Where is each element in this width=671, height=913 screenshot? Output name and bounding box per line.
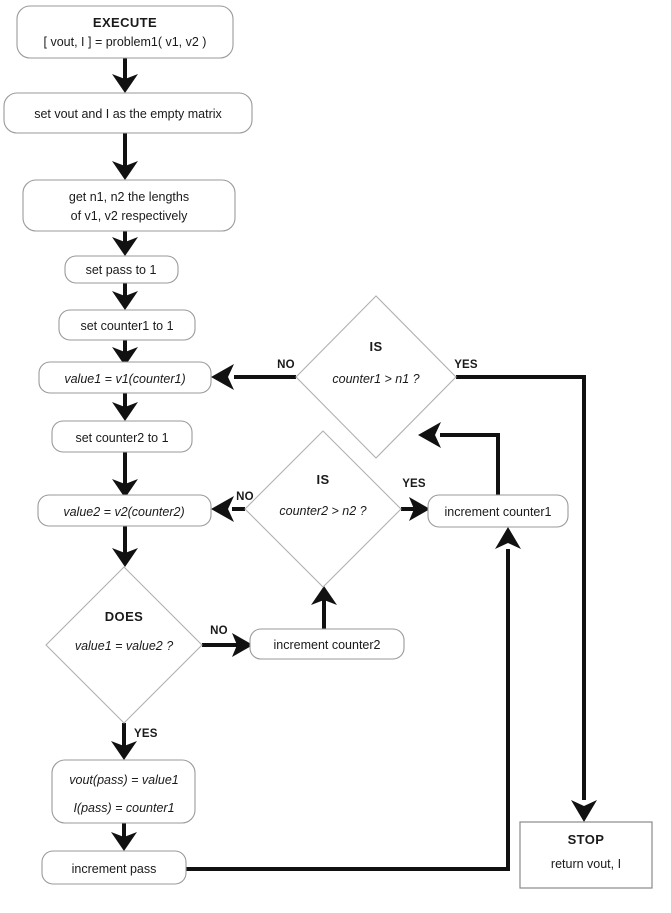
node-get-lengths[interactable]: get n1, n2 the lengths of v1, v2 respect… [22,179,236,232]
node-execute-title: EXECUTE [93,15,157,30]
node-increment-counter1[interactable]: increment counter1 [427,494,569,528]
edge-label-values-yes: YES [134,728,158,740]
node-decision-counter1-title: IS [369,339,382,354]
node-increment-pass-label: increment pass [72,862,157,876]
edge-inc-counter1-to-decision-counter1 [418,422,500,495]
edge-store-to-inc-pass [111,823,137,851]
node-value2[interactable]: value2 = v2(counter2) [37,494,212,527]
node-execute-signature: [ vout, I ] = problem1( v1, v2 ) [44,35,207,49]
edge-counter1-no-to-value1 [211,364,296,390]
node-decision-values-condition: value1 = value2 ? [75,639,173,653]
node-execute[interactable]: EXECUTE [ vout, I ] = problem1( v1, v2 ) [16,5,234,59]
node-value2-label: value2 = v2(counter2) [63,505,184,519]
node-decision-counter2-condition: counter2 > n2 ? [279,504,366,518]
node-stop[interactable]: STOP return vout, I [519,821,653,889]
edge-label-values-no: NO [210,625,228,637]
node-decision-counter2-title: IS [316,472,329,487]
edge-counter1-to-value1 [112,340,138,366]
node-init-empty[interactable]: set vout and I as the empty matrix [3,92,253,134]
node-increment-counter2-label: increment counter2 [273,638,380,652]
node-set-counter2[interactable]: set counter2 to 1 [51,420,193,453]
node-set-counter1-label: set counter1 to 1 [80,319,173,333]
node-set-pass-label: set pass to 1 [86,263,157,277]
node-init-empty-label: set vout and I as the empty matrix [34,107,222,121]
edge-counter2-to-value2 [112,451,138,498]
node-decision-counter2[interactable]: IS counter2 > n2 ? [244,430,402,588]
edge-value2-to-decision-values [112,525,138,567]
edge-label-counter2-no: NO [236,491,254,503]
edge-inc-pass-to-inc-counter1 [185,527,521,871]
edge-lengths-to-setpass [112,231,138,256]
node-set-counter1[interactable]: set counter1 to 1 [58,309,196,341]
edge-values-yes-to-store [111,723,137,760]
edge-values-no-to-inc-counter2 [202,633,253,657]
edge-counter1-yes-to-stop [456,375,597,822]
node-value1-label: value1 = v1(counter1) [64,372,185,386]
edge-label-counter2-yes: YES [402,478,426,490]
edge-counter2-yes-to-inc-counter1 [401,497,430,521]
node-store-result[interactable]: vout(pass) = value1 I(pass) = counter1 [51,759,196,824]
node-set-counter2-label: set counter2 to 1 [75,431,168,445]
node-store-result-line1: vout(pass) = value1 [69,773,178,787]
node-decision-values-title: DOES [105,609,143,624]
node-decision-counter1[interactable]: IS counter1 > n1 ? [295,295,457,459]
node-stop-return: return vout, I [551,857,621,871]
node-get-lengths-line2: of v1, v2 respectively [71,209,188,223]
edge-init-to-lengths [112,133,138,180]
node-store-result-line2: I(pass) = counter1 [73,801,174,815]
node-decision-counter1-condition: counter1 > n1 ? [332,372,419,386]
node-increment-counter1-label: increment counter1 [444,505,551,519]
edge-inc-counter2-to-decision-counter2 [311,586,337,629]
edge-label-counter1-no: NO [277,359,295,371]
node-stop-title: STOP [568,832,605,847]
node-decision-values[interactable]: DOES value1 = value2 ? [45,566,203,724]
edge-label-counter1-yes: YES [454,359,478,371]
edge-value1-to-counter2 [112,392,138,421]
node-set-pass[interactable]: set pass to 1 [64,255,179,284]
node-increment-counter2[interactable]: increment counter2 [249,628,405,660]
edge-execute-to-init [112,57,138,93]
node-increment-pass[interactable]: increment pass [41,850,187,885]
edge-counter2-no-to-value2 [211,496,245,522]
node-get-lengths-line1: get n1, n2 the lengths [69,190,189,204]
edge-setpass-to-counter1 [112,283,138,310]
node-value1[interactable]: value1 = v1(counter1) [38,361,212,394]
